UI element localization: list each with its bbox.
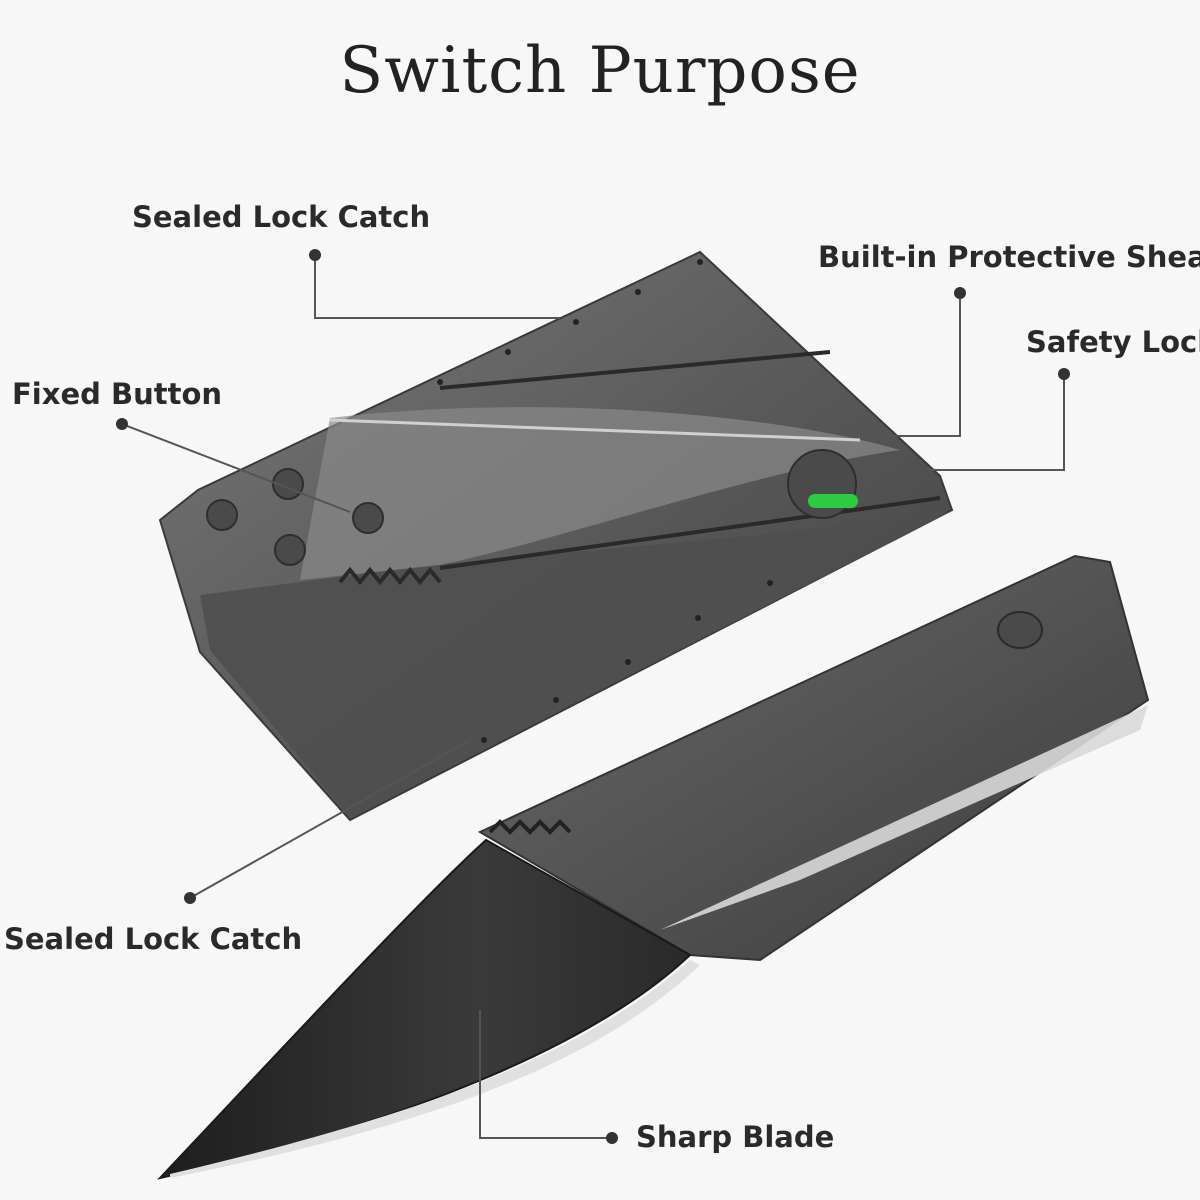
fixed-button-icon <box>274 534 306 566</box>
groove-line <box>439 350 831 390</box>
leader-lines <box>121 255 1065 1139</box>
card-body <box>158 250 954 822</box>
lock-catch-knob-icon <box>997 611 1043 649</box>
serration <box>338 566 442 586</box>
label-sealed-lock-catch-top: Sealed Lock Catch <box>132 200 431 234</box>
fixed-button-icon <box>206 499 238 531</box>
callout-dots <box>116 249 1070 1144</box>
safety-lock-indicator <box>808 494 858 508</box>
label-fixed-button: Fixed Button <box>12 377 223 411</box>
handle-edge <box>660 705 1148 930</box>
page-title: Switch Purpose <box>339 34 861 108</box>
label-built-in-protective-sheath: Built-in Protective Sheath <box>818 240 1200 274</box>
groove-line-lower <box>439 496 941 570</box>
rivets <box>437 259 773 743</box>
label-sealed-lock-catch-bottom: Sealed Lock Catch <box>4 922 303 956</box>
fixed-button-icon <box>352 502 384 534</box>
knife-body <box>157 554 1150 1180</box>
edge-line <box>329 418 861 442</box>
label-sharp-blade: Sharp Blade <box>636 1120 835 1154</box>
knife-serration <box>488 819 572 835</box>
label-safety-lock: Safety Lock <box>1026 325 1200 359</box>
inner-blade-highlight <box>300 407 900 580</box>
